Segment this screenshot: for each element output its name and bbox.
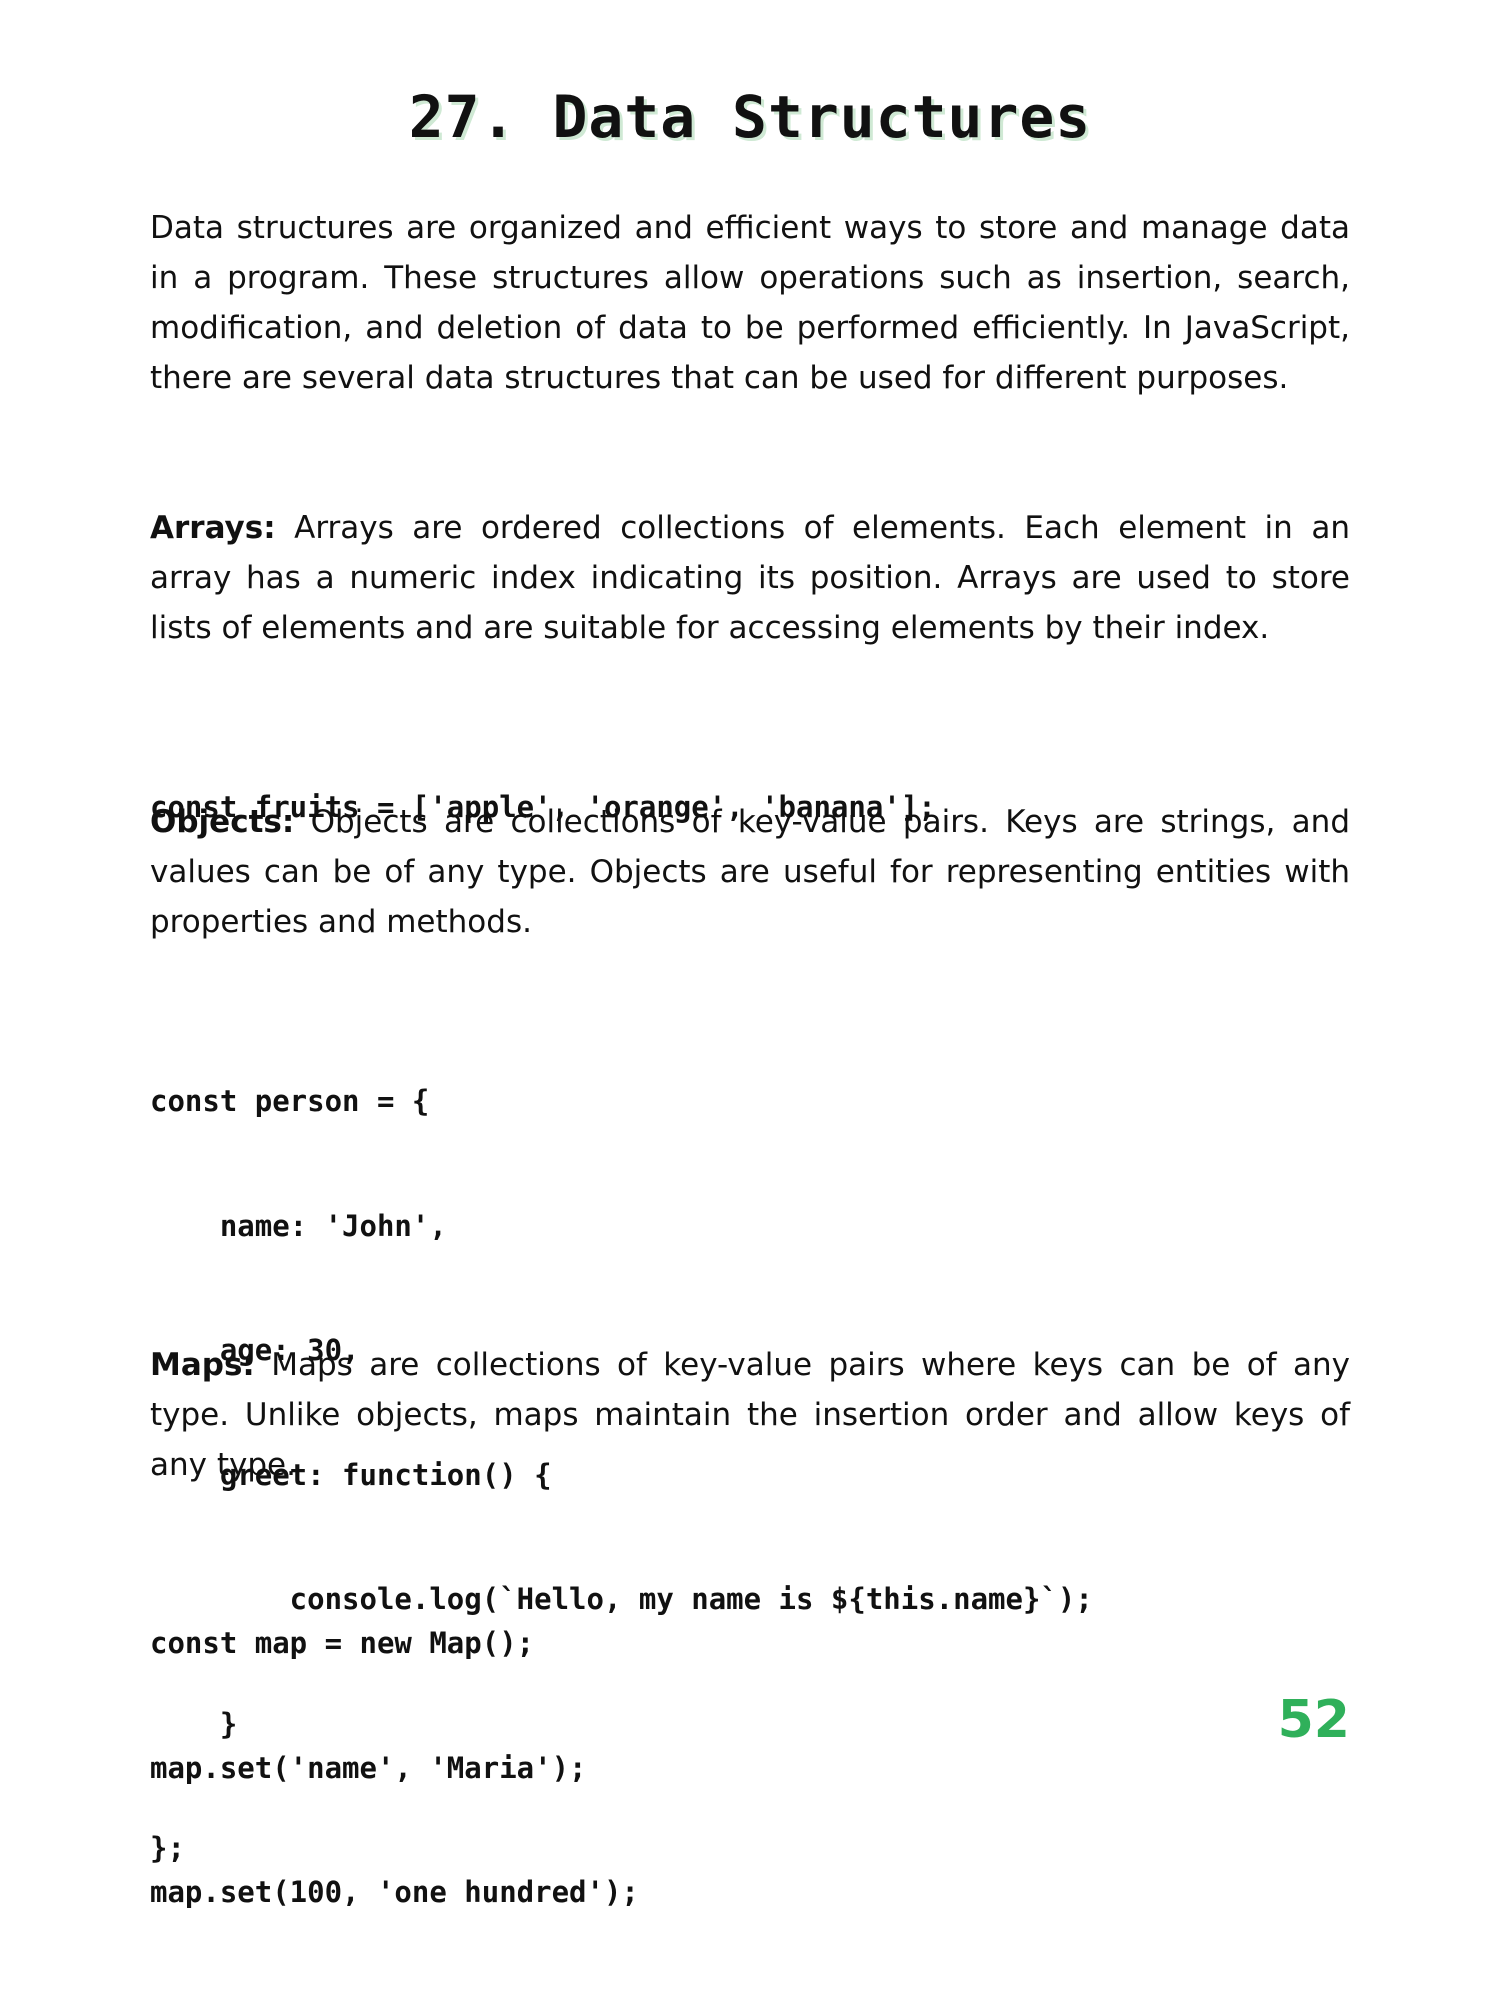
- page-number: 52: [1277, 1690, 1350, 1750]
- book-page: 27. Data Structures Data structures are …: [150, 0, 1350, 1909]
- code-line: age: 30,: [150, 1333, 360, 1367]
- arrays-description: Arrays are ordered collections of elemen…: [150, 510, 1350, 646]
- code-line: console.log(`Hello, my name is ${this.na…: [150, 1582, 1093, 1616]
- arrays-paragraph: Arrays: Arrays are ordered collections o…: [150, 503, 1350, 653]
- arrays-code-block: const fruits = ['apple', 'orange', 'bana…: [150, 704, 1350, 912]
- arrays-term: Arrays:: [150, 510, 276, 546]
- maps-paragraph: Maps: Maps are collections of key-value …: [150, 1340, 1350, 1490]
- code-line: map.set('name', 'Maria');: [150, 1750, 587, 1785]
- objects-description: Objects are collections of key-value pai…: [150, 804, 1350, 940]
- code-line: const map = new Map();: [150, 1626, 535, 1660]
- code-line: greet: function() {: [150, 1457, 552, 1492]
- code-line: map.set(100, 'one hundred');: [150, 1875, 639, 1909]
- code-line: const fruits = ['apple', 'orange', 'bana…: [150, 790, 936, 824]
- intro-paragraph: Data structures are organized and effici…: [150, 210, 1350, 396]
- objects-term: Objects:: [150, 804, 295, 840]
- maps-description: Maps are collections of key-value pairs …: [150, 1347, 1350, 1483]
- maps-code-block: const map = new Map(); map.set('name', '…: [150, 1540, 1350, 1997]
- objects-code-block: const person = { name: 'John', age: 30, …: [150, 998, 1350, 1953]
- chapter-title: 27. Data Structures: [408, 83, 1092, 151]
- code-line: }: [150, 1706, 238, 1741]
- code-line: const person = {: [150, 1084, 430, 1118]
- maps-term: Maps:: [150, 1347, 255, 1383]
- code-line: name: 'John',: [150, 1208, 447, 1243]
- objects-paragraph: Objects: Objects are collections of key-…: [150, 797, 1350, 947]
